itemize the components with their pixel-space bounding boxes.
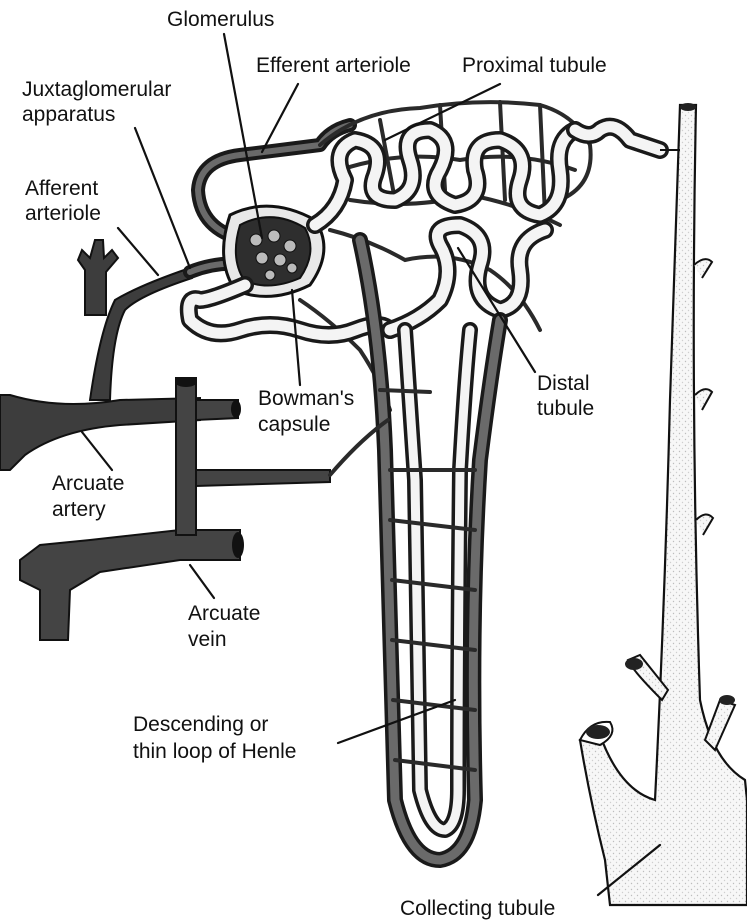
label-distal-tubule-line1: Distal xyxy=(537,372,590,395)
leader-afferent-arteriole xyxy=(118,228,158,275)
label-juxtaglomerular-line1: Juxtaglomerular xyxy=(22,78,171,101)
label-bowmans-capsule-line1: Bowman's xyxy=(258,387,354,410)
connecting-tubule-drawing xyxy=(575,127,660,150)
label-bowmans-capsule-line2: capsule xyxy=(258,413,330,436)
arcuate-artery-drawing xyxy=(0,240,200,470)
leader-arcuate-artery xyxy=(82,432,112,470)
label-efferent-arteriole: Efferent arteriole xyxy=(256,54,411,77)
label-glomerulus: Glomerulus xyxy=(167,8,274,31)
label-arcuate-vein-line1: Arcuate xyxy=(188,602,260,625)
label-afferent-arteriole-line2: arteriole xyxy=(25,202,101,225)
collecting-tubule-drawing xyxy=(580,103,747,905)
label-loop-of-henle-line1: Descending or xyxy=(133,713,268,736)
label-loop-of-henle-line2: thin loop of Henle xyxy=(133,740,296,763)
label-proximal-tubule: Proximal tubule xyxy=(462,54,607,77)
label-collecting-tubule: Collecting tubule xyxy=(400,897,555,920)
label-afferent-arteriole-line1: Afferent xyxy=(25,177,98,200)
leader-juxtaglomerular xyxy=(135,128,190,268)
label-arcuate-artery-line2: artery xyxy=(52,498,106,521)
distal-tubule-drawing xyxy=(390,225,545,330)
label-arcuate-vein-line2: vein xyxy=(188,628,227,651)
leader-arcuate-vein xyxy=(190,565,214,598)
label-juxtaglomerular-line2: apparatus xyxy=(22,103,115,126)
label-arcuate-artery-line1: Arcuate xyxy=(52,472,124,495)
label-distal-tubule-line2: tubule xyxy=(537,397,594,420)
